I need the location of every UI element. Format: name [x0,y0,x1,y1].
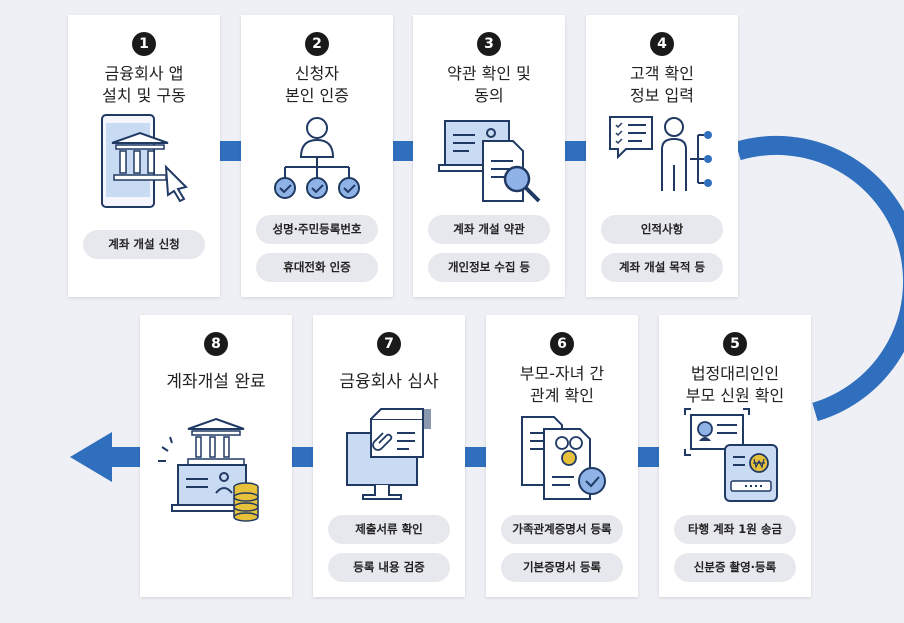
step-2-item-1: 성명·주민등록번호 [256,215,378,244]
bank-laptop-coins-icon [158,417,259,522]
step-number-5: 5 [723,332,747,356]
person-checklist-icon [274,117,360,199]
step-number-4: 4 [650,32,674,56]
document-magnifier-icon [438,120,541,203]
step-number-1: 1 [132,32,156,56]
family-certificate-icon [521,416,606,500]
step-5-item-1: 타행 계좌 1원 송금 [674,515,796,544]
monitor-document-icon [346,408,431,500]
step-title-7: 금융회사 심사 [339,372,439,392]
connector-3-4 [565,141,586,161]
connector-4-5-arc [735,135,904,422]
step-number-6: 6 [550,332,574,356]
step-7-item-2: 등록 내용 검증 [328,553,450,582]
smartphone-bank-icon [101,114,188,208]
final-arrow-head [70,432,112,482]
step-number-7: 7 [377,332,401,356]
step-3-item-1: 계좌 개설 약관 [428,215,550,244]
step-6-item-1: 가족관계증명서 등록 [501,515,623,544]
step-number-8: 8 [204,332,228,356]
step-number-3: 3 [477,32,501,56]
step-5-item-2: 신분증 촬영·등록 [674,553,796,582]
person-form-icon [609,116,712,191]
step-title-8: 계좌개설 완료 [166,372,266,392]
step-4-item-2: 계좌 개설 목적 등 [601,253,723,282]
connector-1-2 [220,141,241,161]
step-7-item-1: 제출서류 확인 [328,515,450,544]
id-card-phone-icon [684,408,778,502]
step-4-item-1: 인적사항 [601,215,723,244]
step-number-2: 2 [305,32,329,56]
connector-7-8 [292,447,314,467]
step-card-7: 7 금융회사 심사 제출서류 확인 등록 내용 검증 [313,315,465,597]
connector-2-3 [392,141,413,161]
step-1-item-1: 계좌 개설 신청 [83,230,205,259]
step-6-item-2: 기본증명서 등록 [501,553,623,582]
connector-5-6 [638,447,659,467]
step-2-item-2: 휴대전화 인증 [256,253,378,282]
step-card-8: 8 계좌개설 완료 [140,315,292,597]
connector-6-7 [465,447,487,467]
final-arrow-shaft [110,447,140,467]
step-3-item-2: 개인정보 수집 등 [428,253,550,282]
